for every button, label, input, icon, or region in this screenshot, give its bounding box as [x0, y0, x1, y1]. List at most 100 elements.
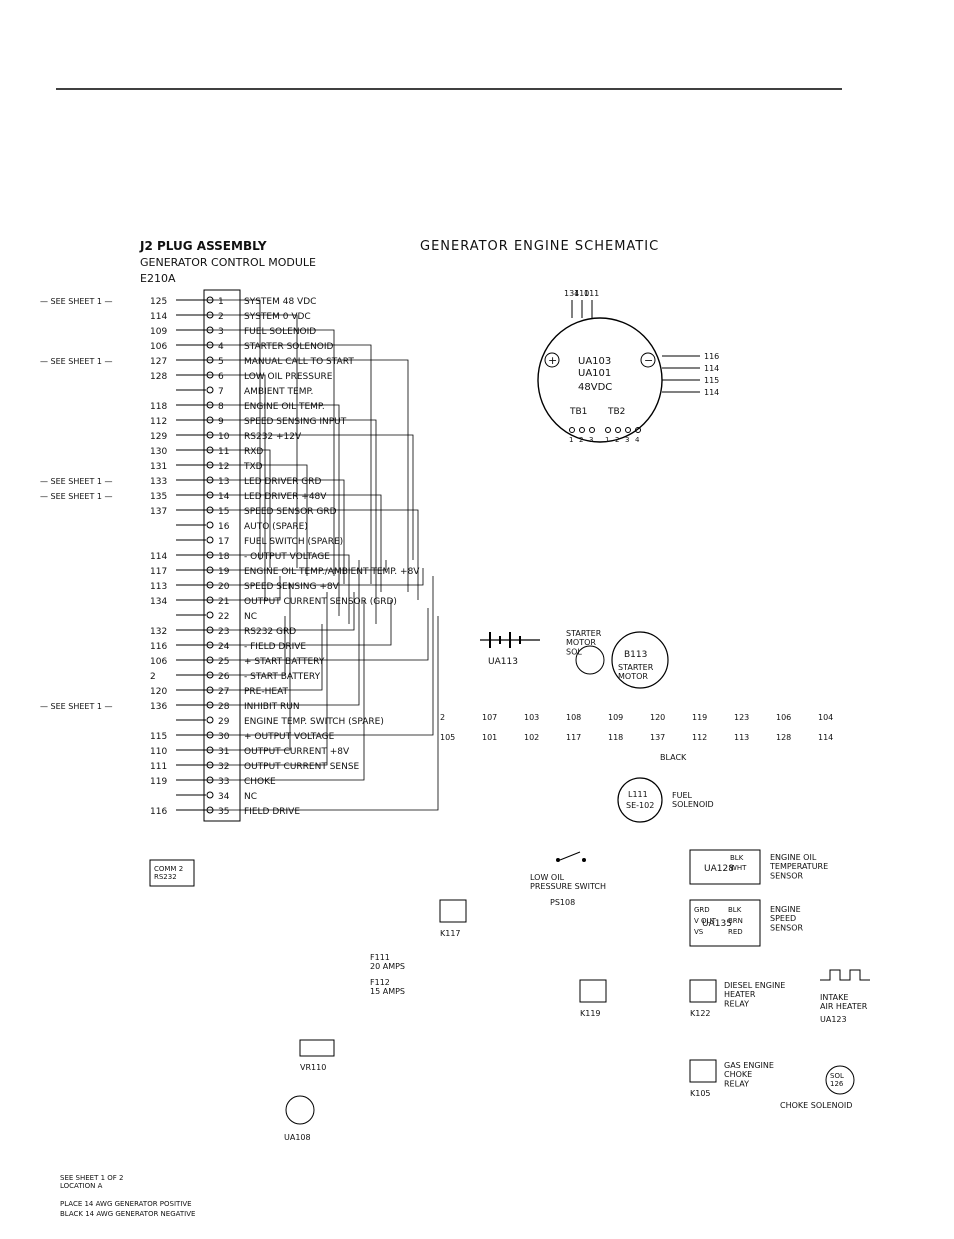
- tb1-label: TB1: [569, 407, 587, 417]
- pin-function: NC: [244, 612, 257, 622]
- wire-number: 105: [440, 733, 455, 742]
- pin-wire-number: 133: [150, 477, 167, 487]
- fuel-sol-code: SE-102: [626, 801, 654, 810]
- tb1-terminal-number: 1: [569, 436, 573, 444]
- generator-label-1: UA103: [578, 356, 611, 367]
- pin-note: — SEE SHEET 1 —: [40, 702, 113, 711]
- pin-function: LED DRIVER GRD: [244, 477, 322, 487]
- pin-wire-number: 132: [150, 627, 167, 637]
- pin-note: — SEE SHEET 1 —: [40, 297, 113, 306]
- generator-plus-terminal: [544, 352, 560, 368]
- pin-function: LED DRIVER +48V: [244, 492, 327, 502]
- tb2-terminal: [635, 427, 641, 433]
- wire-number: 108: [566, 713, 581, 722]
- tb2-terminal: [615, 427, 621, 433]
- pin-function: STARTER SOLENOID: [244, 342, 334, 352]
- k119-label: K119: [580, 1009, 601, 1018]
- pin-contact: [206, 791, 214, 799]
- pin-function: SPEED SENSOR GRD: [244, 507, 337, 517]
- harness-wire: [176, 584, 291, 751]
- pin-wire-number: 2: [150, 672, 156, 682]
- tb2-terminal-number: 3: [625, 436, 629, 444]
- sensor-wire-label: V OUT: [694, 917, 717, 925]
- pin-function: ENGINE TEMP. SWITCH (SPARE): [244, 717, 384, 727]
- pin-number: 34: [218, 792, 230, 802]
- wire-number: 109: [608, 713, 623, 722]
- pin-wire-number: 113: [150, 582, 167, 592]
- speed-sensor-ref: UA135: [702, 919, 732, 929]
- pin-contact: [206, 536, 214, 544]
- harness-wire: [176, 576, 281, 601]
- pin-number: 8: [218, 402, 224, 412]
- negative-note: BLACK 14 AWG GENERATOR NEGATIVE: [60, 1210, 195, 1218]
- pin-wire-number: 120: [150, 687, 167, 697]
- harness-wire: [176, 560, 387, 571]
- harness-wire: [176, 592, 355, 631]
- pin-function: PRE-HEAT: [244, 687, 289, 697]
- pin-number: 25: [218, 657, 229, 667]
- generator-plus-sign: +: [548, 354, 557, 367]
- pin-wire-number: 118: [150, 402, 167, 412]
- module-title: J2 PLUG ASSEMBLY: [139, 239, 267, 253]
- wire-number: 114: [818, 733, 833, 742]
- schematic-title: GENERATOR ENGINE SCHEMATIC: [420, 239, 659, 254]
- wire-number: 137: [650, 733, 665, 742]
- pin-number: 6: [218, 372, 224, 382]
- pin-number: 4: [218, 342, 224, 352]
- pin-number: 19: [218, 567, 230, 577]
- wire-number: 101: [482, 733, 497, 742]
- wire-number: 2: [440, 713, 445, 722]
- harness-wire: [176, 359, 409, 592]
- wire-number: 106: [776, 713, 791, 722]
- pin-number: 1: [218, 297, 224, 307]
- module-header: J2 PLUG ASSEMBLY GENERATOR CONTROL MODUL…: [139, 239, 316, 285]
- pin-wire-number: 115: [150, 732, 167, 742]
- harness-wire: [176, 600, 365, 781]
- wire-number: 128: [776, 733, 791, 742]
- pin-wire-number: 125: [150, 297, 167, 307]
- harness-wire: [176, 509, 419, 600]
- pin-wire-number: 136: [150, 702, 167, 712]
- pin-function: CHOKE: [244, 777, 276, 787]
- pin-number: 28: [218, 702, 230, 712]
- harness-wire: [176, 494, 382, 592]
- generator-wire-number: 114: [704, 388, 719, 397]
- pin-function: - OUTPUT VOLTAGE: [244, 552, 330, 562]
- generator-symbol: [537, 317, 663, 443]
- pin-function: FIELD DRIVE: [244, 807, 300, 817]
- pin-number: 26: [218, 672, 230, 682]
- choke-label: CHOKE SOLENOID: [780, 1101, 852, 1110]
- pin-note: — SEE SHEET 1 —: [40, 492, 113, 501]
- wire-number: 123: [734, 713, 749, 722]
- starter-motor-ref: B113: [624, 650, 647, 660]
- module-ref: E210A: [140, 272, 176, 285]
- sensor-wire-label: GRD: [694, 906, 710, 914]
- harness-wire: [176, 329, 335, 576]
- pin-wire-number: 111: [150, 762, 167, 772]
- battery-label: UA113: [488, 657, 518, 667]
- pin-wire-number: 129: [150, 432, 167, 442]
- pin-function: RS232 GRD: [244, 627, 296, 637]
- k117-label: K117: [440, 929, 461, 938]
- pin-wire-number: 114: [150, 312, 167, 322]
- pin-wire-number: 114: [150, 552, 167, 562]
- pin-wire-number: 134: [150, 597, 167, 607]
- wire-number: 103: [524, 713, 539, 722]
- harness-wire: [176, 592, 328, 766]
- pin-number: 5: [218, 357, 224, 367]
- tb2-terminal-number: 1: [605, 436, 609, 444]
- pin-number: 22: [218, 612, 229, 622]
- pin-function: OUTPUT CURRENT SENSOR (GRD): [244, 597, 397, 607]
